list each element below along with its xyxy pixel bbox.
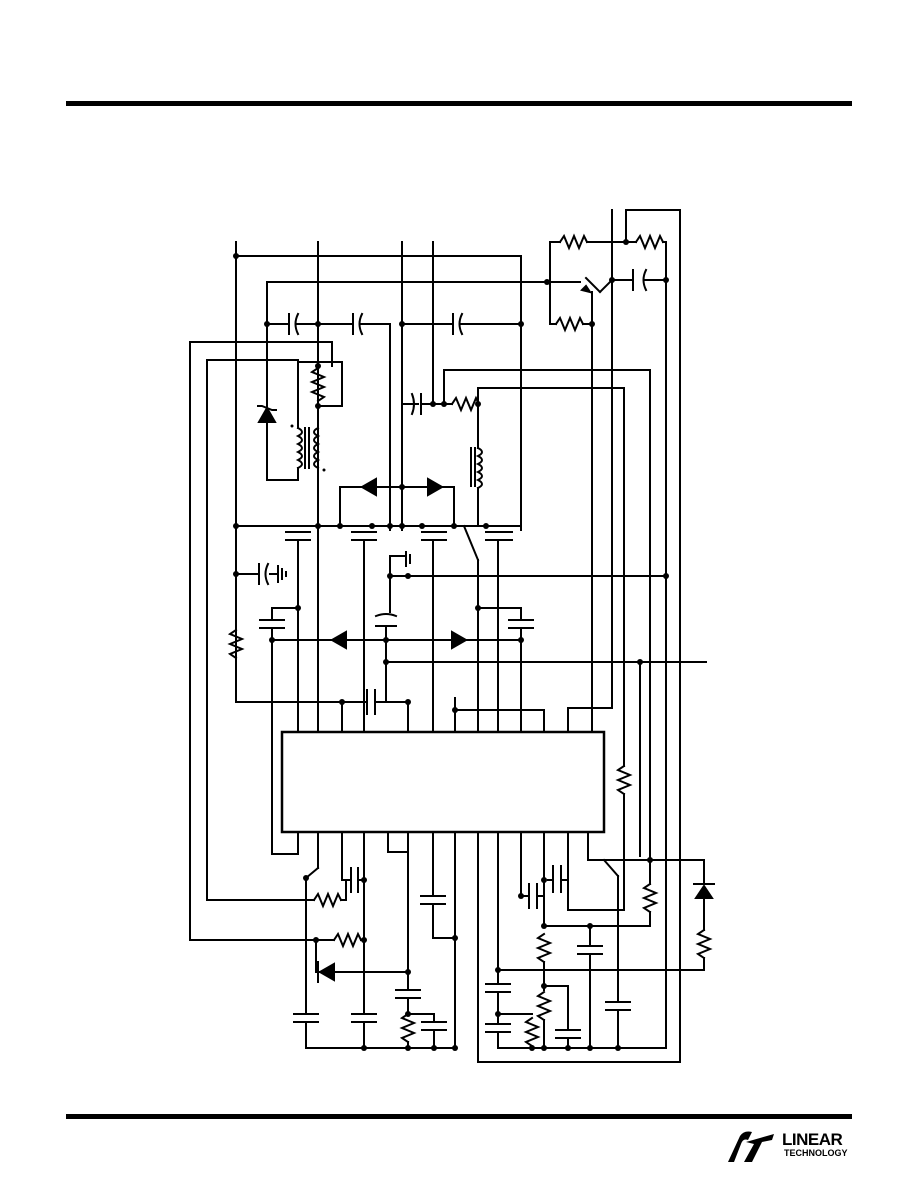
cap-plate — [458, 312, 464, 336]
resistor — [309, 366, 327, 403]
transistor-base — [584, 276, 602, 294]
junction-dots — [233, 239, 669, 1051]
schottky-diode — [329, 630, 347, 650]
wire — [602, 858, 620, 878]
schottky-diode — [427, 477, 445, 497]
header-rule — [66, 101, 852, 106]
diode — [317, 962, 335, 982]
cap-plate — [358, 312, 364, 336]
linear-technology-logo: LINEAR TECHNOLOGY — [724, 1128, 854, 1168]
resistor — [695, 928, 713, 960]
cap-plate — [374, 613, 398, 618]
cap-plate — [294, 312, 300, 336]
cap-plate — [264, 562, 270, 586]
diode — [694, 884, 714, 899]
resistor — [558, 233, 589, 251]
resistor — [641, 882, 659, 914]
lt-logo-icon — [728, 1131, 774, 1162]
resistor — [615, 764, 633, 796]
controller-ic — [280, 730, 606, 834]
footer-rule — [66, 1114, 852, 1119]
logo-wordmark-bottom: TECHNOLOGY — [784, 1148, 848, 1158]
resistor — [554, 315, 585, 333]
resistor — [332, 931, 363, 949]
resistor — [450, 395, 481, 413]
schottky-diode — [359, 477, 377, 497]
wire — [462, 524, 480, 562]
transformer-winding — [295, 426, 303, 470]
cap-plate — [410, 392, 415, 416]
mosfet — [285, 531, 311, 733]
schottky-diode — [451, 630, 469, 650]
mosfet — [485, 531, 513, 733]
mosfet — [421, 531, 447, 733]
zener-diode — [257, 405, 277, 423]
zener-bar — [257, 405, 277, 411]
transformer-winding — [313, 426, 321, 470]
transformer-winding — [475, 446, 483, 490]
mosfet — [351, 531, 377, 733]
resistor — [634, 233, 665, 251]
logo-wordmark-top: LINEAR — [782, 1130, 843, 1149]
transistor-arrow — [580, 284, 593, 294]
resistor — [535, 932, 553, 964]
resistor — [399, 1012, 417, 1044]
resistor — [312, 891, 343, 909]
resistor — [535, 990, 553, 1022]
cap-plate — [642, 268, 648, 292]
resistor — [523, 1016, 541, 1048]
resistor — [227, 628, 245, 660]
